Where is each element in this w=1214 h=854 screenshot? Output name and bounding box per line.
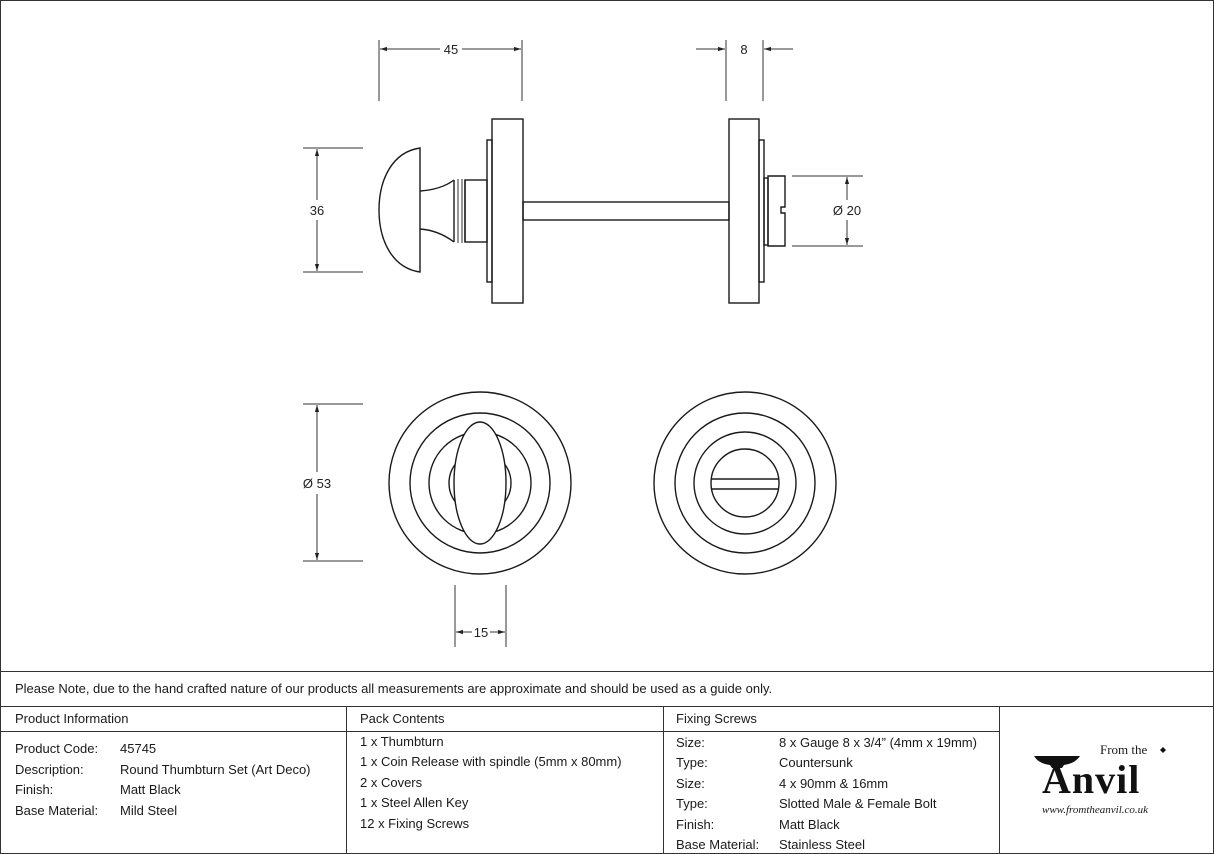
- logo-tagline: From the: [1100, 742, 1148, 757]
- dim-label-20: Ø 20: [833, 203, 861, 218]
- divider: [346, 706, 347, 854]
- divider: [999, 706, 1000, 854]
- list-item: 12 x Fixing Screws: [360, 816, 470, 831]
- dimension-rose-diameter: Ø 53: [303, 403, 363, 562]
- value: Countersunk: [779, 755, 853, 770]
- label: Size:: [676, 776, 705, 791]
- divider: [663, 706, 664, 854]
- value: Slotted Male & Female Bolt: [779, 796, 937, 811]
- coin-bolt: [767, 175, 786, 247]
- value: 4 x 90mm & 16mm: [779, 776, 889, 791]
- spindle: [522, 201, 730, 221]
- rose-plate-left: [491, 118, 524, 304]
- dim-label-15: 15: [474, 625, 488, 640]
- list-item: 2 x Covers: [360, 775, 423, 790]
- pack-contents-header: Pack Contents: [360, 711, 445, 726]
- label: Base Material:: [15, 803, 99, 818]
- list-item: 1 x Coin Release with spindle (5mm x 80m…: [360, 754, 622, 769]
- knob-neck: [419, 179, 455, 243]
- dim-label-53: Ø 53: [303, 476, 331, 491]
- rose-step-left: [486, 139, 493, 283]
- knob-cylinder: [464, 179, 488, 243]
- value: 45745: [120, 741, 157, 756]
- label: Size:: [676, 735, 705, 750]
- disclaimer-note: Please Note, due to the hand crafted nat…: [15, 681, 773, 696]
- value: Matt Black: [120, 782, 181, 797]
- rose-step-right: [758, 139, 765, 283]
- knob-dome: [378, 147, 421, 273]
- value: Round Thumbturn Set (Art Deco): [120, 762, 311, 777]
- front-view-coin-release: [653, 391, 837, 575]
- value: Matt Black: [779, 817, 840, 832]
- logo-name: Anvil: [1042, 757, 1141, 802]
- label: Finish:: [15, 782, 54, 797]
- technical-drawing: 45 8 36 Ø 20: [303, 40, 863, 647]
- label: Type:: [676, 755, 708, 770]
- list-item: 1 x Thumbturn: [360, 734, 444, 749]
- label: Description:: [15, 762, 84, 777]
- dimension-turn-width: 15: [454, 585, 507, 647]
- thumbturn-lever: [453, 421, 507, 545]
- label: Type:: [676, 796, 708, 811]
- front-view-thumbturn: [388, 391, 572, 575]
- label: Product Code:: [15, 741, 99, 756]
- dimension-bolt-diameter: Ø 20: [792, 175, 863, 247]
- knob-rings: [453, 179, 466, 243]
- label: Finish:: [676, 817, 715, 832]
- product-info-header: Product Information: [15, 711, 129, 726]
- divider: [0, 706, 1214, 707]
- logo-url: www.fromtheanvil.co.uk: [1042, 804, 1149, 816]
- dim-label-45: 45: [444, 42, 458, 57]
- fixing-screws-header: Fixing Screws: [676, 711, 757, 726]
- rose-plate-right: [728, 118, 760, 304]
- dimension-knob-length: 45: [378, 40, 523, 101]
- dim-label-8: 8: [740, 42, 747, 57]
- value: 8 x Gauge 8 x 3/4” (4mm x 19mm): [779, 735, 977, 750]
- dimension-plate-thickness: 8: [696, 40, 793, 101]
- dim-label-36: 36: [310, 203, 324, 218]
- anvil-icon: [1034, 747, 1166, 768]
- value: Stainless Steel: [779, 837, 865, 852]
- divider: [0, 671, 1214, 672]
- list-item: 1 x Steel Allen Key: [360, 795, 469, 810]
- side-view: [378, 118, 786, 304]
- label: Base Material:: [676, 837, 760, 852]
- value: Mild Steel: [120, 803, 178, 818]
- from-the-anvil-logo: From the Anvil www.fromtheanvil.co.uk: [1030, 742, 1190, 824]
- divider: [0, 731, 999, 732]
- dimension-knob-height: 36: [303, 147, 363, 273]
